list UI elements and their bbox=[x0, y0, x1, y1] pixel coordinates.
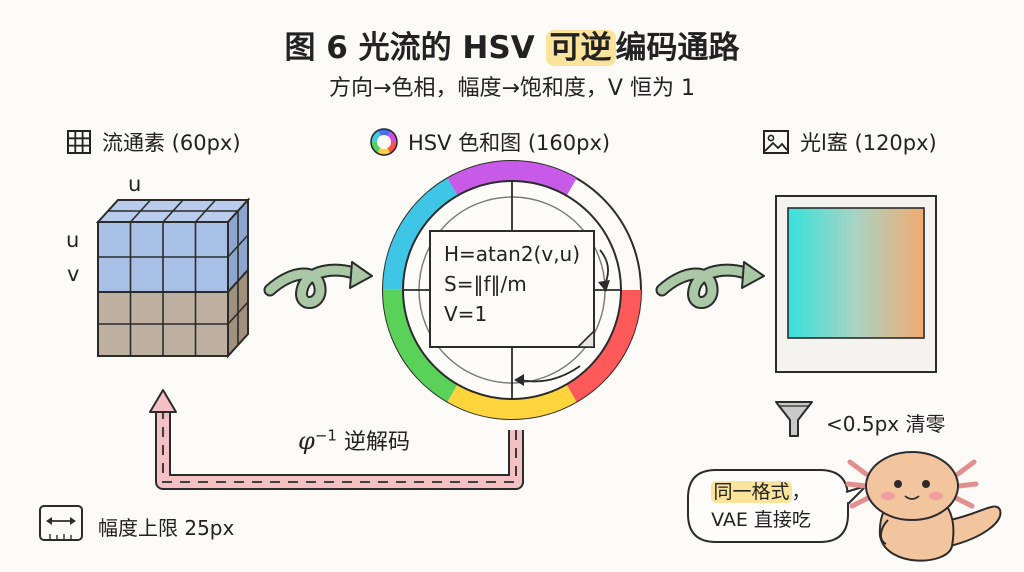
output-panel-header: 光l䀂 (120px) bbox=[762, 127, 937, 157]
title-highlight: 可逆 bbox=[545, 30, 616, 66]
grid-icon bbox=[67, 130, 91, 154]
formula-value: V=1 bbox=[444, 302, 488, 326]
formula-saturation: S=‖f‖/m bbox=[444, 272, 527, 296]
color-wheel-icon bbox=[370, 128, 398, 156]
ruler-icon bbox=[39, 505, 83, 541]
flow-label-u-top: u bbox=[128, 172, 142, 196]
threshold-label: <0.5px 清零 bbox=[826, 412, 946, 436]
wheel-panel-header: HSV 色和图 (160px) bbox=[370, 127, 610, 157]
axolotl-mascot bbox=[845, 451, 1002, 562]
image-icon bbox=[763, 130, 789, 154]
figure-title: 图 6 光流的 HSV 可逆编码通路 bbox=[284, 30, 740, 66]
hsv-formula-card: H=atan2(v,u) S=‖f‖/m V=1 bbox=[430, 231, 594, 347]
inverse-decode-label: φ−1 逆解码 bbox=[298, 426, 410, 455]
output-image-frame bbox=[775, 195, 937, 373]
forward-arrow-1 bbox=[263, 261, 373, 309]
flow-tensor-cube bbox=[95, 197, 251, 359]
magnitude-limit-label: 幅度上限 25px bbox=[98, 516, 235, 540]
flow-label-u: u bbox=[66, 228, 80, 252]
flow-label-v: v bbox=[67, 262, 80, 286]
hsv-color-wheel bbox=[382, 160, 642, 420]
inverse-decode-loop bbox=[149, 389, 524, 490]
formula-hue: H=atan2(v,u) bbox=[444, 242, 581, 266]
speech-bubble-text: 同一格式， VAE 直接吃 bbox=[711, 481, 811, 531]
figure-subtitle: 方向→色相，幅度→饱和度，V 恒为 1 bbox=[329, 76, 695, 101]
flow-panel-header: 流通素 (60px) bbox=[66, 127, 241, 157]
forward-arrow-2 bbox=[655, 261, 765, 309]
funnel-icon bbox=[775, 401, 813, 437]
